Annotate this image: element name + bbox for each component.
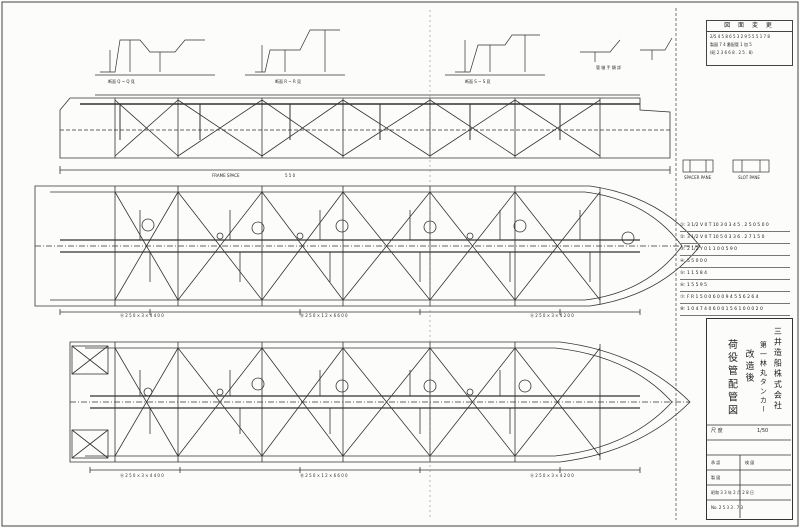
company-name: 三 井 造 船 株 式 会 社: [773, 327, 783, 409]
checked-label: 検 図: [745, 460, 755, 465]
revision-line-2: 製図 7 4 番配管 1 加 5: [710, 42, 752, 47]
revision-line-1: 2/5 4 5 8 6 5 3 2 9 5 5 5 1 7 8: [710, 34, 770, 39]
fittings-label: 管 継 手 類 詳: [596, 65, 622, 70]
section-label-r: 断面 R ~ R 見: [275, 79, 301, 84]
title-block: 三 井 造 船 株 式 会 社 第 一 林 丸 タ ン カ ー 改 造 後 荷 …: [706, 318, 793, 520]
lower-plan-dim-b: Ⓑ 2 5 0 × 1 2 × 6 6 0 0: [300, 473, 348, 478]
drawing-number: No. 2 5 3 3 . 7 3: [711, 505, 744, 510]
legend-item: ③: 2 1/2 Y 0 1 1 0 0 5 9 0: [680, 244, 790, 256]
revision-header: 図 面 変 更: [707, 21, 792, 32]
approved-label: 承 認: [711, 460, 721, 465]
upper-plan-view: [34, 185, 701, 315]
legend-item: ⑤: 1 1 5 8 4: [680, 268, 790, 280]
frame-space-label: FRAME SPACE: [212, 173, 240, 178]
elevation-view: [59, 94, 671, 174]
slot-pane-label: SLOT PANE: [738, 175, 760, 180]
drawing-title: 荷 役 管 配 管 図: [725, 339, 737, 415]
detail-sketches: [95, 29, 770, 173]
drawing-date: 昭和 3 3 年 2 月 2 8 日: [711, 490, 754, 495]
scale-label: 尺 度: [711, 428, 723, 434]
revision-line-3: (昭 2 3 6 6 8 . 2 5 . 8): [710, 50, 753, 55]
legend-item: ⑧: 1 0 4 7 4 0 6 0 0 1 5 6 1 0 0 0 2 0: [680, 304, 790, 316]
revision-block: 図 面 変 更 2/5 4 5 8 6 5 3 2 9 5 5 5 1 7 8 …: [706, 20, 793, 66]
lower-plan-dim-a: Ⓐ 2 5 0 × 3 × 4 4 0 0: [120, 473, 164, 478]
legend-item: ⑥: 1 5 5 9 5: [680, 280, 790, 292]
ship-name: 第 一 林 丸 タ ン カ ー: [759, 341, 768, 413]
section-label-q: 断面 Q ~ Q 見: [108, 79, 135, 84]
ship-condition: 改 造 後: [743, 349, 754, 382]
upper-plan-dim-c: Ⓐ 2 5 0 × 3 × 4 2 0 0: [530, 313, 574, 318]
pipe-legend: ①: 3 1/2 V 0 T 10 3 0 3 4 5 . 2 5 0 5 0 …: [680, 220, 790, 316]
legend-item: ⑦: F R 1 5 0 0 6 0 0 9 4 5 5 6 2 6 4: [680, 292, 790, 304]
scale-value: 1/50: [757, 428, 769, 434]
frame-space-value: 5 5 0: [285, 173, 296, 178]
upper-plan-dim-b: Ⓑ 2 5 0 × 1 2 × 6 6 0 0: [300, 313, 348, 318]
legend-item: ①: 3 1/2 V 0 T 10 3 0 3 4 5 . 2 5 0 5 0 …: [680, 220, 790, 232]
section-label-s: 断面 S ~ S 見: [465, 79, 491, 84]
upper-plan-dim-a: Ⓐ 2 5 0 × 3 × 4 4 0 0: [120, 313, 164, 318]
spacer-pane-label: SPACER PANE: [684, 175, 712, 180]
lower-plan-view: [69, 341, 691, 473]
legend-item: ②: 3 1/2 V 0 T 10 5 0 3 3 6 . 2 7 1 5 0: [680, 232, 790, 244]
drawn-label: 製 図: [711, 475, 721, 480]
legend-item: ④: 5 5 0 0 0: [680, 256, 790, 268]
lower-plan-dim-c: Ⓐ 2 5 0 × 3 × 4 2 0 0: [530, 473, 574, 478]
